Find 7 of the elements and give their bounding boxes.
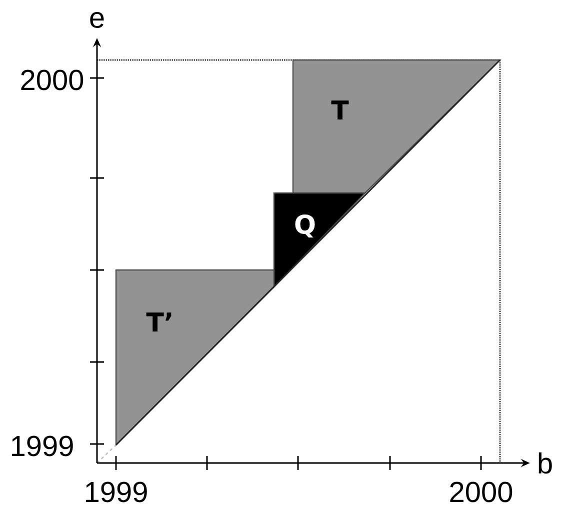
tick-label: 1999 (12, 436, 73, 456)
tick-label: 2000 (450, 482, 512, 502)
axis-label: b (538, 452, 552, 474)
tick-label: 2000 (21, 70, 84, 90)
tick-label: 1999 (86, 482, 147, 502)
shaded-region: T (292, 59, 502, 194)
axis-label: e (90, 12, 104, 28)
